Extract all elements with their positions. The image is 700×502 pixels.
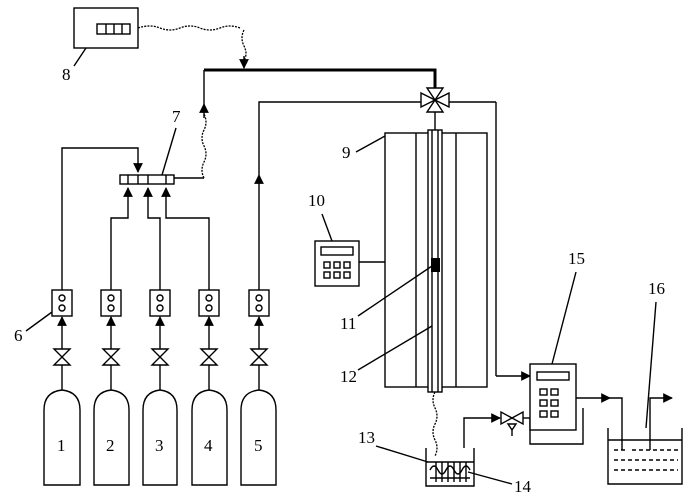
pump-outlet-line xyxy=(137,25,249,69)
syringe-pump xyxy=(73,7,139,49)
gas-cylinder-1 xyxy=(43,377,81,486)
temperature-controller xyxy=(314,240,385,287)
trap-outlet-line xyxy=(463,408,584,448)
mixer-outlet-line xyxy=(174,70,209,179)
bubbler xyxy=(607,393,683,485)
label-cylinder-4: 4 xyxy=(204,436,213,455)
label-cylinder-3: 3 xyxy=(155,436,164,455)
main-feed-line xyxy=(204,68,437,88)
gas-cylinder-2 xyxy=(93,377,130,486)
three-way-valve-icon xyxy=(420,87,531,381)
mass-flow-controller-icon xyxy=(51,289,270,317)
label-cold-trap: 13 xyxy=(358,428,375,447)
reactor-tube xyxy=(427,129,443,393)
label-temp-controller: 10 xyxy=(308,191,325,210)
label-mfc: 6 xyxy=(14,326,23,345)
cylinder-to-valve-lines xyxy=(61,365,260,377)
label-coil: 14 xyxy=(514,477,532,496)
label-cylinder-1: 1 xyxy=(57,436,66,455)
label-cylinder-5: 5 xyxy=(254,436,263,455)
cylinder-5-line xyxy=(254,101,426,290)
label-bubbler: 16 xyxy=(648,279,665,298)
cold-trap xyxy=(425,448,475,487)
gas-cylinder-5 xyxy=(240,377,277,486)
outlet-line xyxy=(432,391,438,457)
label-furnace: 9 xyxy=(342,143,351,162)
label-sample: 11 xyxy=(340,314,356,333)
label-pressure-controller: 15 xyxy=(568,249,585,268)
gas-lines-to-mixer xyxy=(61,147,210,290)
pressure-controller xyxy=(529,363,577,431)
label-pump: 8 xyxy=(62,65,71,84)
gas-cylinder-4 xyxy=(191,377,228,486)
label-reactor-tube: 12 xyxy=(340,367,357,386)
valve-to-mfc-arrows xyxy=(57,316,264,349)
label-cylinder-2: 2 xyxy=(106,436,115,455)
coil-icon xyxy=(435,462,467,482)
gas-mixer xyxy=(119,174,175,185)
gas-cylinder-3 xyxy=(142,377,178,486)
pc-outlet-line xyxy=(576,393,623,450)
catalyst-sample xyxy=(431,258,440,272)
valve-icon xyxy=(52,348,269,366)
label-mixer: 7 xyxy=(172,107,181,126)
